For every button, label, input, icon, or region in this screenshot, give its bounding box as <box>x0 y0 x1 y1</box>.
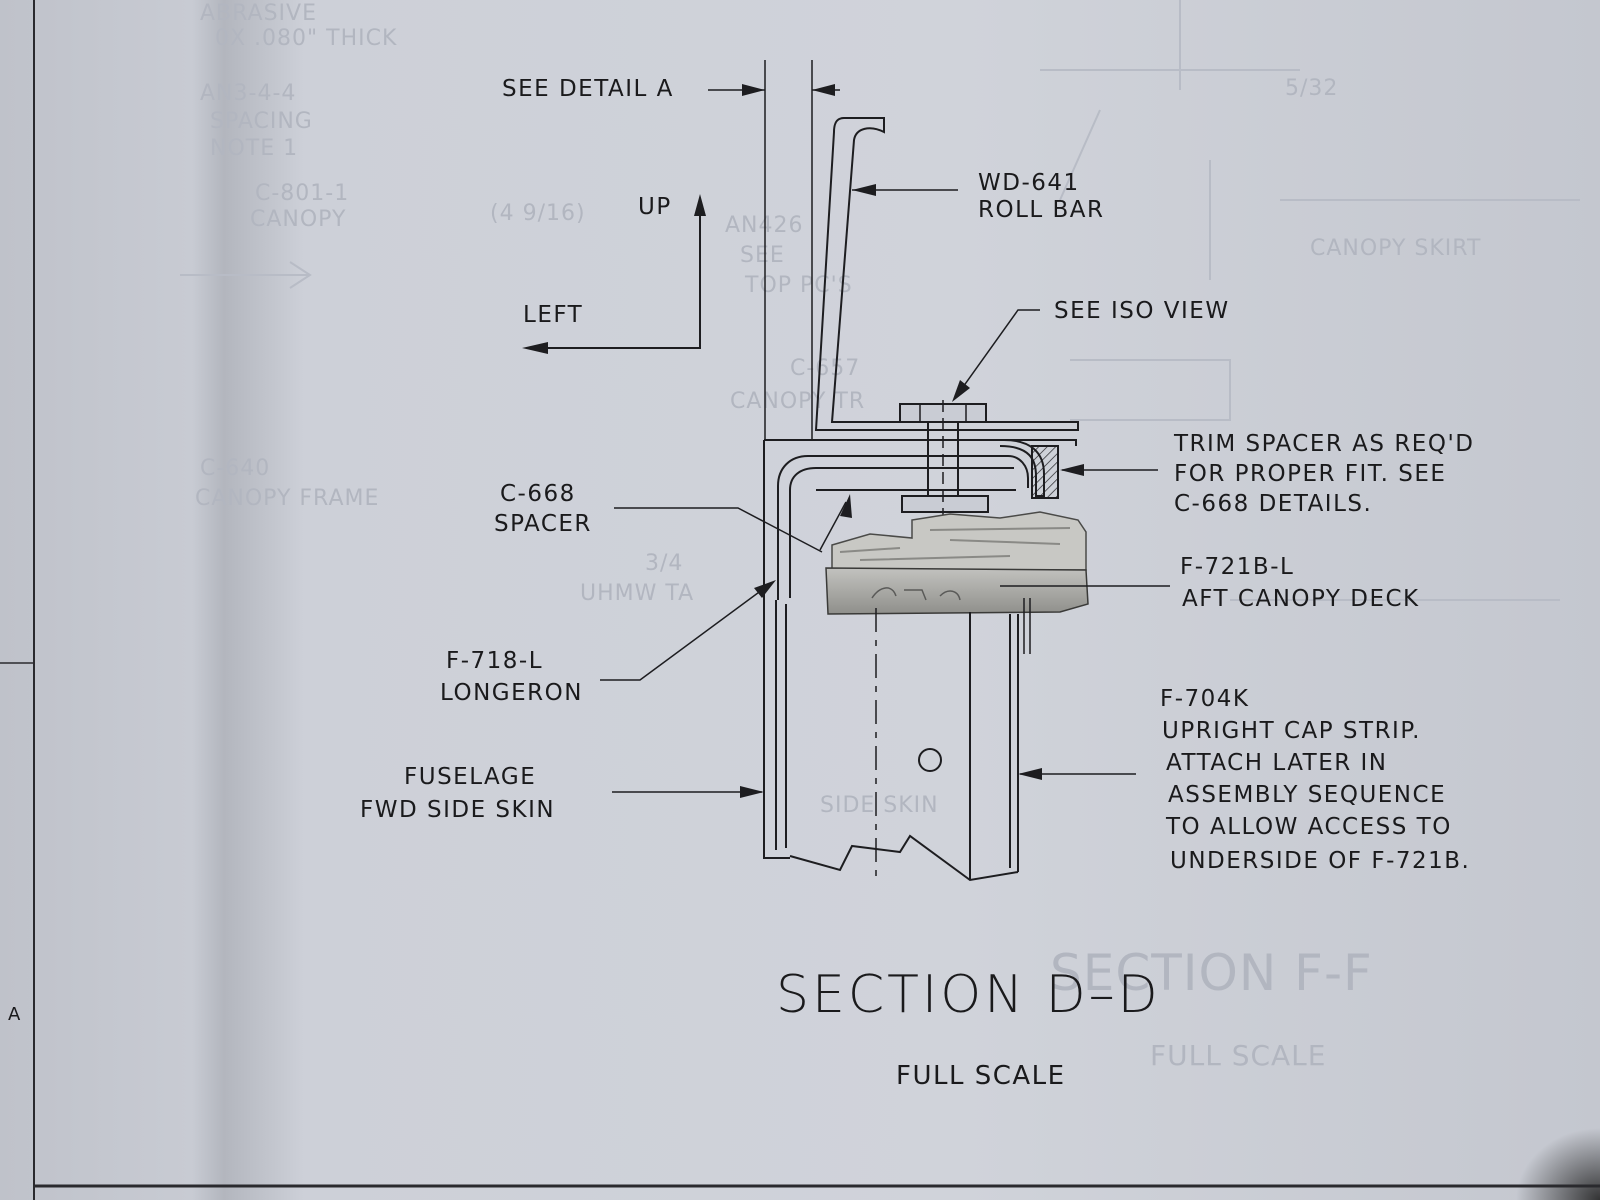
deck-part: F-721B-L <box>1180 554 1294 580</box>
trim-spacer-arrow <box>1060 464 1084 476</box>
longeron-part: F-718-L <box>446 648 543 674</box>
break-line <box>789 834 1019 882</box>
bleed-text: (4 9/16) <box>490 201 586 226</box>
bleed-through-layer: ABRASIVE 0X .080" THICK AN3-4-4 SPACING … <box>180 0 1580 1072</box>
bleed-text: C-801-1 <box>255 181 349 206</box>
iso-view-label: SEE ISO VIEW <box>1054 298 1230 324</box>
deck-grain <box>839 527 1071 561</box>
bleed-text: AN3-4-4 <box>200 81 296 106</box>
cap-note-line4: ASSEMBLY SEQUENCE <box>1168 782 1446 808</box>
bleed-text: CANOPY FRAME <box>195 486 379 511</box>
detail-a-label: SEE DETAIL A <box>502 76 674 102</box>
trim-spacer <box>1031 445 1059 499</box>
left-arrow-head <box>522 342 548 354</box>
roll-bar-name: ROLL BAR <box>978 197 1105 223</box>
bleed-text: CANOPY <box>250 207 346 232</box>
bleed-text: SPACING <box>210 109 313 134</box>
frame-outer <box>764 439 1077 446</box>
bleed-text: SIDE SKIN <box>820 793 939 818</box>
bleed-text: AN426 <box>725 213 804 238</box>
dimension-arrow-right <box>742 84 765 96</box>
lower-right-shadow <box>1460 1080 1600 1200</box>
skin-line2: FWD SIDE SKIN <box>360 797 555 823</box>
trim-note-line2: FOR PROPER FIT. SEE <box>1174 461 1446 487</box>
bleed-text: UHMW TA <box>580 581 694 606</box>
bleed-text: NOTE 1 <box>210 136 298 161</box>
bleed-text: SEE <box>740 243 785 268</box>
aft-canopy-deck <box>825 511 1089 615</box>
deck-face <box>825 567 1089 615</box>
skin-inner <box>775 600 787 850</box>
bleed-text: SECTION F-F <box>1050 944 1373 1002</box>
rivet-hole <box>918 748 942 772</box>
cap-note-line5: TO ALLOW ACCESS TO <box>1165 814 1452 840</box>
bleed-text: 3/4 <box>645 551 683 576</box>
section-title: SECTION D–D <box>776 965 1161 1025</box>
roll-bar-arrow <box>852 184 876 196</box>
bleed-lines <box>1040 0 1580 601</box>
longeron-arrow <box>754 580 776 598</box>
dimension-arrow-left <box>812 84 835 96</box>
bleed-text: 5/32 <box>1285 76 1338 101</box>
orientation-axes <box>540 212 701 349</box>
bleed-text: C-640 <box>200 456 270 481</box>
bleed-text: CANOPY SKIRT <box>1310 236 1481 261</box>
spacer-pointer-arrow <box>840 494 852 518</box>
up-label: UP <box>638 194 672 220</box>
bleed-text: CANOPY TR <box>730 389 865 414</box>
deck-pencil-mark <box>871 587 961 601</box>
skin-line1: FUSELAGE <box>404 764 536 790</box>
longeron-angle-inner <box>777 455 1029 600</box>
cap-note-line3: ATTACH LATER IN <box>1166 750 1388 776</box>
detail-a-dimension: SEE DETAIL A <box>502 60 840 440</box>
left-label: LEFT <box>523 302 583 328</box>
spacer-leader <box>614 507 823 553</box>
bleed-text: ABRASIVE <box>200 1 317 26</box>
longeron-name: LONGERON <box>440 680 583 706</box>
scale-label: FULL SCALE <box>896 1061 1066 1091</box>
bleed-text: FULL SCALE <box>1150 1039 1326 1072</box>
deck-name: AFT CANOPY DECK <box>1182 586 1420 612</box>
margin-letter: A <box>8 1004 22 1025</box>
orientation-indicator: UP LEFT <box>522 194 706 354</box>
side-skin-assembly <box>763 598 1031 882</box>
cap-note-line1: F-704K <box>1160 686 1250 712</box>
skin-outer <box>763 600 790 859</box>
iso-view-arrow <box>952 380 970 402</box>
iso-view-leader <box>957 309 1040 395</box>
bolt-nut <box>901 495 989 513</box>
spacer-pointer <box>819 501 847 551</box>
bleed-arrow <box>180 261 312 289</box>
trim-note-line3: C-668 DETAILS. <box>1174 491 1372 517</box>
canopy-frame-section <box>763 400 1077 858</box>
cap-note-line2: UPRIGHT CAP STRIP. <box>1162 718 1421 744</box>
bleed-text: 0X .080" THICK <box>215 26 397 51</box>
spacer-part: C-668 <box>500 481 576 507</box>
spacer-name: SPACER <box>494 511 592 537</box>
cap-strip-right <box>969 612 1019 880</box>
longeron-leader <box>600 583 771 681</box>
cap-note-line6: UNDERSIDE OF F-721B. <box>1170 848 1470 874</box>
longeron-angle <box>789 467 1014 598</box>
up-arrow-head <box>694 194 706 216</box>
bleed-text: C-657 <box>790 356 860 381</box>
cap-strip-arrow <box>1018 768 1042 780</box>
roll-bar-part: WD-641 <box>978 170 1080 196</box>
skin-arrow <box>740 786 764 798</box>
trim-note-line1: TRIM SPACER AS REQ'D <box>1173 431 1474 457</box>
bleed-text: TOP PC'S <box>744 273 853 298</box>
